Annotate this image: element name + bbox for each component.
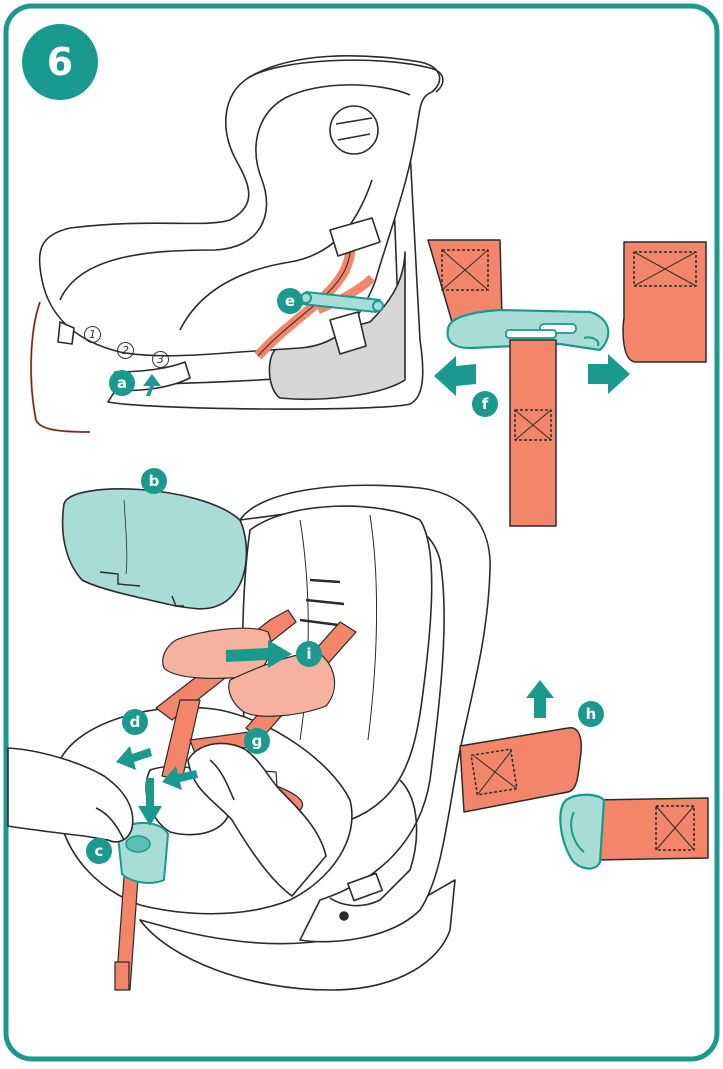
hands bbox=[7, 742, 327, 897]
arrow-right-i bbox=[226, 640, 292, 668]
arrow-up-a bbox=[143, 374, 161, 396]
callout-c: c bbox=[86, 838, 112, 864]
arrow-down-c bbox=[138, 778, 162, 826]
callout-f: f bbox=[472, 391, 498, 417]
recline-position-3: 3 bbox=[152, 351, 169, 368]
side-knob bbox=[329, 105, 379, 155]
recline-position-2: 2 bbox=[117, 342, 134, 359]
front-base bbox=[139, 879, 456, 991]
shoulder-pad-right bbox=[228, 652, 336, 717]
strap-hook bbox=[559, 793, 606, 870]
callout-g: g bbox=[244, 728, 270, 754]
arrow-left-g bbox=[162, 766, 198, 790]
callout-e: e bbox=[277, 288, 303, 314]
front-shell bbox=[239, 484, 491, 943]
left-hand bbox=[7, 747, 134, 843]
panel-border bbox=[3, 3, 720, 1062]
stitch-box-1 bbox=[441, 249, 489, 291]
stitch-box-2 bbox=[514, 409, 552, 441]
recline-position-1: 1 bbox=[84, 326, 101, 343]
arrow-left-f bbox=[434, 356, 476, 396]
side-buckle bbox=[329, 311, 367, 355]
upper-strap-right bbox=[622, 241, 707, 363]
callout-d: d bbox=[122, 709, 148, 735]
shoulder-slot-cover bbox=[329, 217, 381, 257]
shell-top-edge bbox=[247, 59, 444, 93]
callout-i: i bbox=[296, 641, 322, 667]
arrow-right-f bbox=[588, 354, 630, 394]
callout-h: h bbox=[578, 701, 604, 727]
knob-grip bbox=[335, 117, 373, 141]
seat-pad-edge bbox=[179, 179, 373, 331]
strap-hook-detail bbox=[459, 727, 709, 870]
callout-a: a bbox=[109, 370, 135, 396]
right-hand bbox=[187, 742, 327, 897]
hook-strap-upper bbox=[459, 727, 582, 813]
step-number-badge: 6 bbox=[22, 24, 98, 100]
cushion-edge bbox=[59, 84, 411, 301]
headrest-pad bbox=[61, 488, 248, 610]
side-harness-strap-2 bbox=[316, 274, 376, 315]
arrow-up-h bbox=[526, 680, 554, 718]
lower-strap bbox=[509, 339, 557, 527]
recline-handle bbox=[57, 321, 75, 345]
splitter-detail bbox=[427, 239, 707, 527]
callout-b: b bbox=[141, 468, 167, 494]
arrow-left-d bbox=[116, 746, 152, 770]
car-seat-side-view bbox=[38, 55, 444, 410]
